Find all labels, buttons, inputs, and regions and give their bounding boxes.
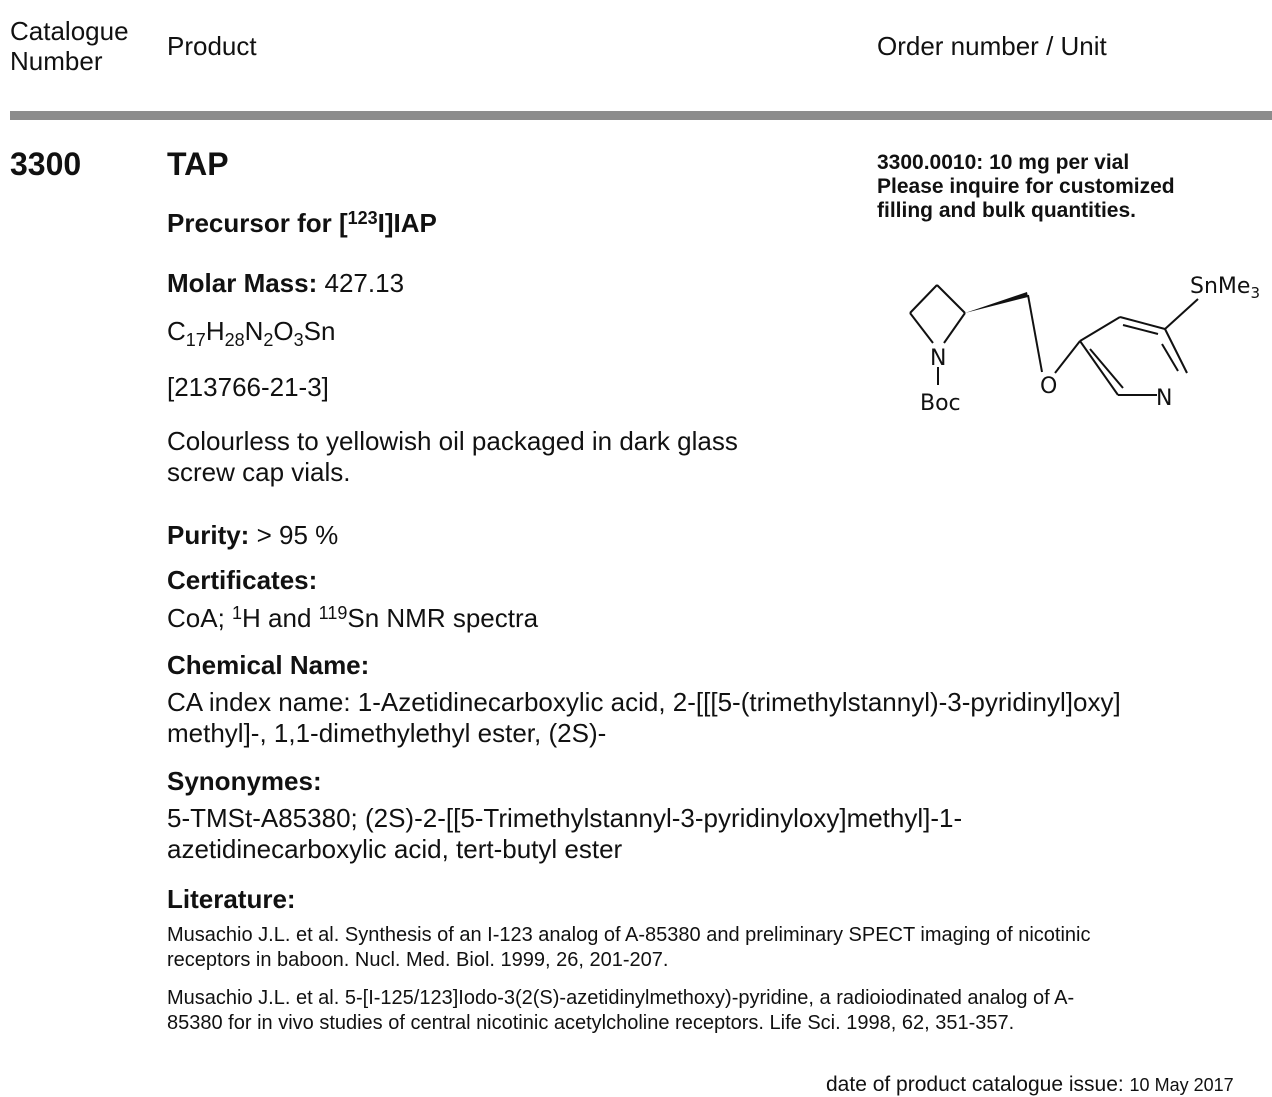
stannyl-text: SnMe bbox=[1190, 274, 1250, 299]
synonymes-label: Synonymes: bbox=[167, 766, 322, 796]
pyridine-double-bond bbox=[1161, 343, 1179, 372]
order-line-2: Please inquire for customized bbox=[877, 175, 1175, 198]
ether-oxygen-label: O bbox=[1040, 374, 1057, 399]
trimethylstannyl-label: SnMe3 bbox=[1190, 274, 1260, 302]
formula-o-count: 3 bbox=[293, 330, 304, 350]
order-info: 3300.0010: 10 mg per vial Please inquire… bbox=[877, 151, 1272, 223]
column-header-catalogue-number: Catalogue Number bbox=[10, 16, 129, 76]
chemical-name: CA index name: 1-Azetidinecarboxylic aci… bbox=[167, 687, 1121, 749]
oxygen-ring-bond bbox=[1054, 340, 1081, 374]
chemical-name-line-1: CA index name: 1-Azetidinecarboxylic aci… bbox=[167, 687, 1121, 717]
column-header-order-unit: Order number / Unit bbox=[877, 31, 1107, 61]
header-divider bbox=[10, 111, 1272, 120]
azetidine-bond bbox=[909, 312, 934, 344]
azetidine-nitrogen-label: N bbox=[930, 346, 946, 371]
catalogue-issue-date: date of product catalogue issue: 10 May … bbox=[826, 1073, 1234, 1097]
pyridine-bond bbox=[1164, 328, 1188, 374]
chemical-structure-diagram: N Boc O N SnMe3 bbox=[909, 274, 1260, 416]
purity-value: > 95 % bbox=[256, 520, 339, 550]
certificates-sup-2: 119 bbox=[318, 603, 348, 623]
formula-c-count: 17 bbox=[185, 330, 206, 350]
issue-date-value: 10 May 2017 bbox=[1129, 1075, 1234, 1095]
pyridine-bond bbox=[1079, 340, 1119, 396]
product-subtitle: Precursor for [123I]IAP bbox=[167, 208, 437, 239]
certificates-part-3: Sn NMR spectra bbox=[347, 603, 539, 633]
cas-number: [213766-21-3] bbox=[167, 372, 329, 402]
formula-h-count: 28 bbox=[224, 330, 245, 350]
column-header-catalogue-line2: Number bbox=[10, 46, 103, 76]
formula-n-count: 2 bbox=[263, 330, 274, 350]
purity: Purity: > 95 % bbox=[167, 520, 338, 551]
literature-reference-1-line-1: Musachio J.L. et al. Synthesis of an I-1… bbox=[167, 924, 1091, 946]
issue-date-label: date of product catalogue issue: bbox=[826, 1073, 1124, 1096]
product-title: TAP bbox=[167, 146, 229, 182]
methylene-oxygen-bond bbox=[1027, 294, 1043, 373]
literature-reference-2-line-1: Musachio J.L. et al. 5-[I-125/123]Iodo-3… bbox=[167, 987, 1075, 1009]
chemical-name-line-2: methyl]-, 1,1-dimethylethyl ester, (2S)- bbox=[167, 718, 607, 748]
formula-o: O bbox=[273, 316, 294, 346]
catalogue-number: 3300 bbox=[10, 146, 82, 182]
order-line-1: 3300.0010: 10 mg per vial bbox=[877, 151, 1130, 174]
molar-mass-value: 427.13 bbox=[324, 268, 405, 298]
azetidine-bond bbox=[943, 312, 966, 344]
pyridine-double-bond bbox=[1122, 324, 1159, 335]
description: Colourless to yellowish oil packaged in … bbox=[167, 426, 738, 488]
certificates-part-1: CoA; bbox=[167, 603, 233, 633]
boc-label: Boc bbox=[920, 391, 961, 416]
formula-h: H bbox=[205, 316, 225, 346]
literature-label: Literature: bbox=[167, 884, 296, 914]
formula-c: C bbox=[167, 316, 186, 346]
synonymes-line-2: azetidinecarboxylic acid, tert-butyl est… bbox=[167, 834, 623, 864]
pyridine-bond bbox=[1079, 316, 1121, 342]
chemical-name-label: Chemical Name: bbox=[167, 650, 370, 680]
stereo-wedge-bond bbox=[965, 292, 1028, 313]
column-header-catalogue-line1: Catalogue bbox=[10, 16, 129, 46]
literature-reference-2: Musachio J.L. et al. 5-[I-125/123]Iodo-3… bbox=[167, 986, 1074, 1036]
description-line-1: Colourless to yellowish oil packaged in … bbox=[167, 426, 738, 456]
formula-n: N bbox=[244, 316, 264, 346]
literature-reference-2-line-2: 85380 for in vivo studies of central nic… bbox=[167, 1012, 1015, 1034]
subtitle-isotope: 123 bbox=[347, 208, 378, 228]
formula-sn: Sn bbox=[303, 316, 336, 346]
azetidine-bond bbox=[936, 284, 966, 314]
certificates-value: CoA; 1H and 119Sn NMR spectra bbox=[167, 603, 538, 634]
pyridine-nitrogen-label: N bbox=[1156, 386, 1172, 411]
purity-label: Purity: bbox=[167, 520, 250, 550]
column-header-product: Product bbox=[167, 31, 257, 61]
literature-reference-1: Musachio J.L. et al. Synthesis of an I-1… bbox=[167, 923, 1090, 973]
order-line-3: filling and bulk quantities. bbox=[877, 199, 1137, 222]
pyridine-bond bbox=[1119, 316, 1166, 330]
molar-mass: Molar Mass: 427.13 bbox=[167, 268, 404, 299]
azetidine-bond bbox=[909, 284, 938, 314]
description-line-2: screw cap vials. bbox=[167, 457, 351, 487]
stannyl-subscript: 3 bbox=[1250, 284, 1260, 302]
tin-bond bbox=[1164, 298, 1199, 330]
literature-reference-1-line-2: receptors in baboon. Nucl. Med. Biol. 19… bbox=[167, 949, 669, 971]
synonymes: 5-TMSt-A85380; (2S)-2-[[5-Trimethylstann… bbox=[167, 803, 962, 865]
molecular-formula: C17H28N2O3Sn bbox=[167, 316, 336, 350]
molar-mass-label: Molar Mass: bbox=[167, 268, 318, 298]
certificates-label: Certificates: bbox=[167, 565, 318, 595]
synonymes-line-1: 5-TMSt-A85380; (2S)-2-[[5-Trimethylstann… bbox=[167, 803, 963, 833]
certificates-sup-1: 1 bbox=[232, 603, 243, 623]
certificates-part-2: H and bbox=[242, 603, 319, 633]
pyridine-double-bond bbox=[1089, 348, 1124, 389]
subtitle-suffix: I]IAP bbox=[377, 208, 437, 238]
subtitle-prefix: Precursor for [ bbox=[167, 208, 348, 238]
